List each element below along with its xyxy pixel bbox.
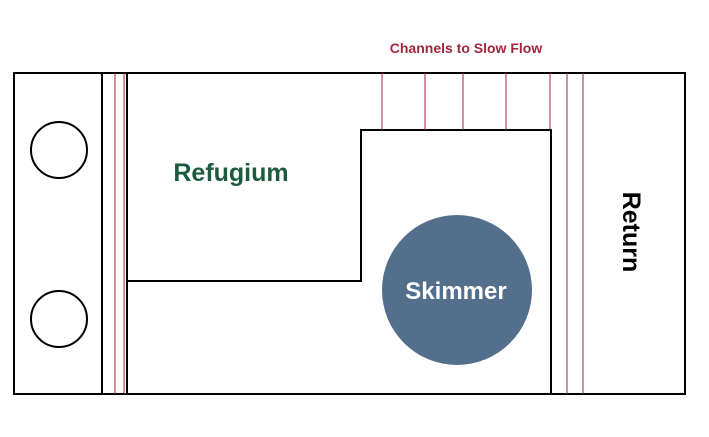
skimmer-circle (382, 215, 532, 365)
skimmer-label: Skimmer (405, 278, 506, 305)
refugium-divider (127, 129, 552, 394)
refugium-label: Refugium (173, 159, 288, 187)
sump-outline (13, 72, 686, 395)
drain-circle-top (30, 121, 88, 179)
return-label: Return (617, 192, 645, 273)
drain-circle-bottom (30, 290, 88, 348)
channels-label: Channels to Slow Flow (390, 40, 543, 56)
